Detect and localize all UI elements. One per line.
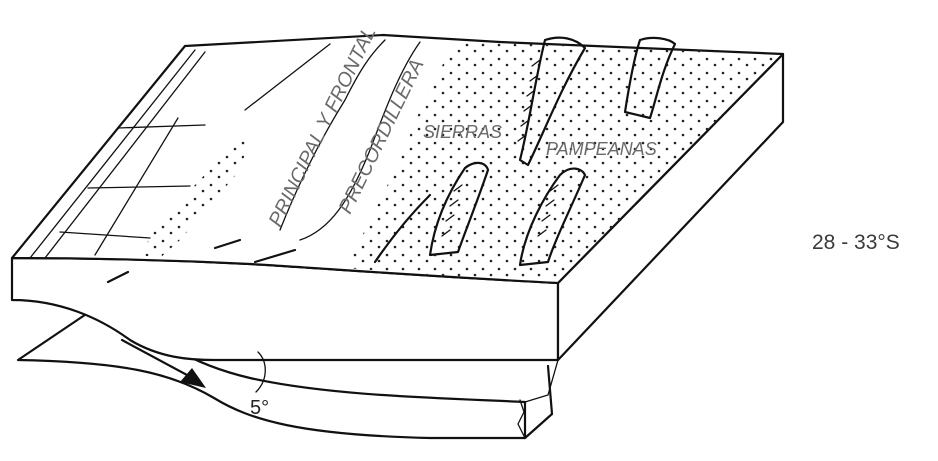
latitude-label: 28 - 33°S: [812, 231, 900, 255]
label-pampeanas: PAMPEANAS: [546, 139, 657, 159]
label-sierras: SIERRAS: [423, 122, 502, 142]
label-dip-angle: 5°: [250, 397, 269, 419]
